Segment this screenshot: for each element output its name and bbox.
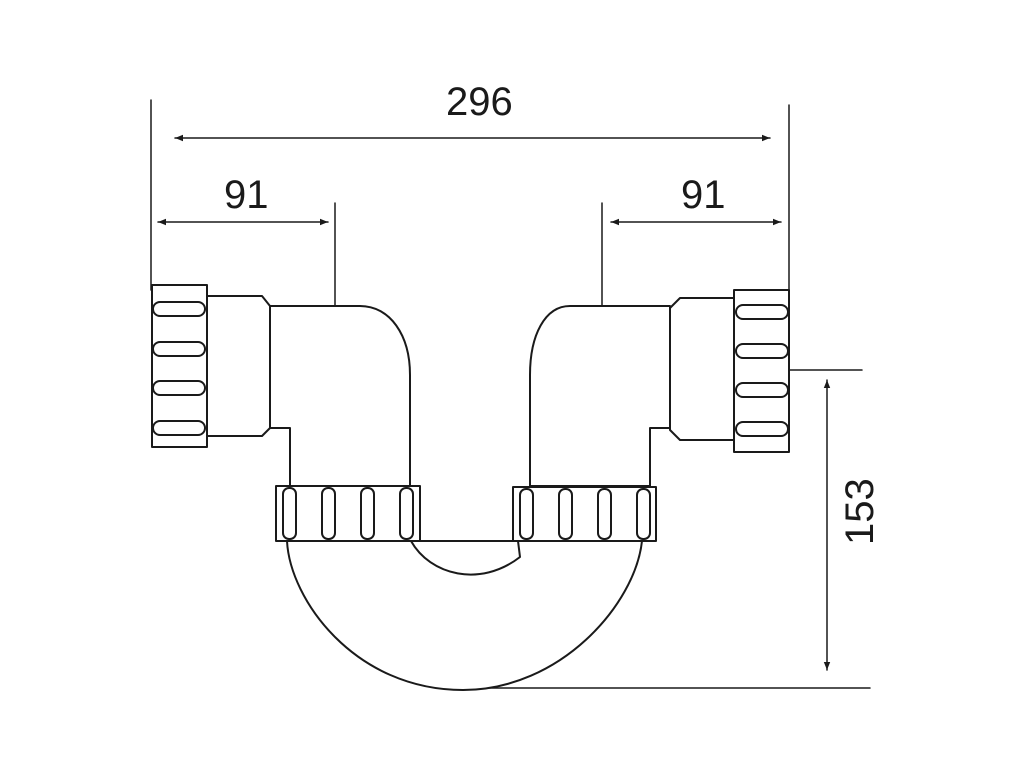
u-bend	[286, 540, 643, 691]
right-lower-nut	[512, 486, 657, 542]
height-label: 153	[838, 478, 882, 545]
right-elbow-pipe	[529, 305, 671, 487]
left-inlet	[151, 284, 271, 448]
overall-width-label: 296	[446, 80, 513, 124]
right-inlet	[669, 289, 790, 453]
left-offset-label: 91	[224, 173, 269, 217]
dimension-arrows	[157, 134, 831, 671]
left-elbow-pipe	[269, 305, 411, 487]
left-lower-nut	[275, 485, 421, 542]
right-offset-label: 91	[681, 173, 726, 217]
